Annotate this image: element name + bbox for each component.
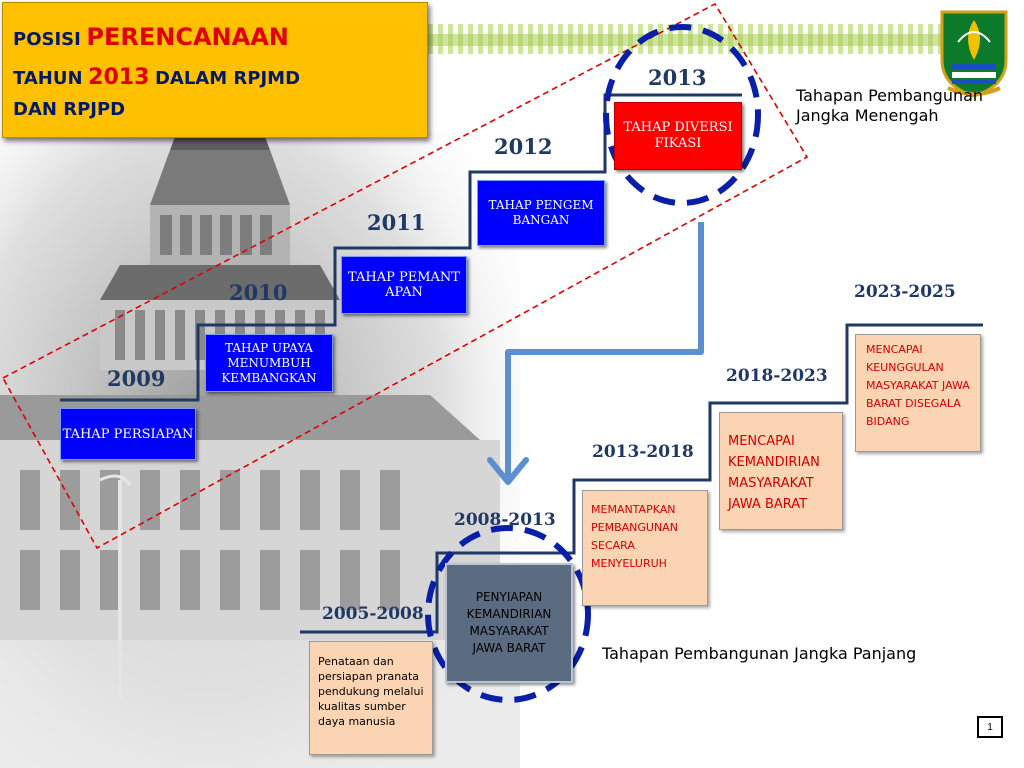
period-label-2005-2008: 2005-2008 xyxy=(322,604,424,624)
west-java-emblem-icon xyxy=(940,10,1008,98)
period-label-2018-2023: 2018-2023 xyxy=(726,366,828,386)
year-label-2013: 2013 xyxy=(648,65,707,90)
period-label-2013-2018: 2013-2018 xyxy=(592,442,694,462)
title-line-2: TAHUN 2013 DALAM RPJMD xyxy=(13,65,301,90)
phase-box-2013-2018: MEMANTAPKAN PEMBANGUNAN SECARA MENYELURU… xyxy=(582,490,708,606)
slide-title-box: POSISI PERENCANAAN TAHUN 2013 DALAM RPJM… xyxy=(2,2,428,138)
year-label-2010: 2010 xyxy=(229,280,288,305)
phase-box-2008-2013: PENYIAPAN KEMANDIRIAN MASYARAKAT JAWA BA… xyxy=(445,563,573,683)
period-label-2023-2025: 2023-2025 xyxy=(854,282,956,302)
title-line-1: POSISI PERENCANAAN xyxy=(13,23,289,51)
title-line-3: DAN RPJPD xyxy=(13,99,126,120)
year-label-2012: 2012 xyxy=(494,134,553,159)
step-box-2010: TAHAP UPAYA MENUMBUH KEMBANGKAN xyxy=(205,334,333,392)
rpjmd-caption: Tahapan Pembangunan Jangka Menengah xyxy=(796,86,984,125)
header-stripe-accent xyxy=(428,34,958,46)
year-label-2011: 2011 xyxy=(367,210,426,235)
period-label-2008-2013: 2008-2013 xyxy=(454,510,556,530)
page-number: 1 xyxy=(977,716,1003,738)
step-box-2011: TAHAP PEMANTAPAN xyxy=(341,256,467,314)
year-label-2009: 2009 xyxy=(107,366,166,391)
phase-box-2023-2025: MENCAPAI KEUNGGULAN MASYARAKAT JAWA BARA… xyxy=(855,334,981,452)
phase-box-2018-2023: MENCAPAI KEMANDIRIAN MASYARAKAT JAWA BAR… xyxy=(719,412,843,530)
arrow-head-icon xyxy=(487,457,529,485)
rpjpd-caption: Tahapan Pembangunan Jangka Panjang xyxy=(602,644,917,663)
step-box-2012: TAHAP PENGEMBANGAN xyxy=(477,180,605,246)
step-box-2013-current: TAHAP DIVERSIFIKASI xyxy=(614,102,742,170)
step-box-2009: TAHAP PERSIAPAN xyxy=(60,408,196,460)
phase-box-2005-2008: Penataan dan persiapan pranata pendukung… xyxy=(309,641,433,755)
